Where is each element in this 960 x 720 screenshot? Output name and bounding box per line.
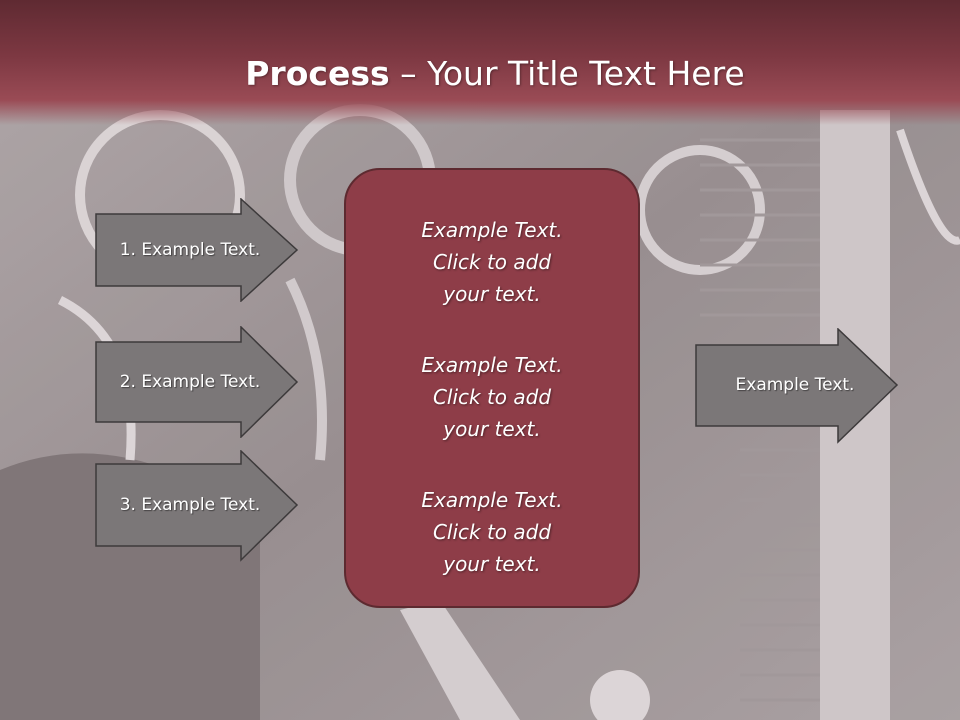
slide-title[interactable]: Process – Your Title Text Here — [0, 52, 960, 96]
right-arrow[interactable]: Example Text. — [695, 328, 900, 446]
arrow-right-shape — [95, 326, 299, 438]
center-text-1[interactable]: Example Text. Click to add your text. — [421, 218, 563, 306]
title-rest: – Your Title Text Here — [389, 54, 745, 93]
left-arrow-1-label: 1. Example Text. — [119, 240, 261, 260]
center-text-2[interactable]: Example Text. Click to add your text. — [421, 353, 563, 441]
left-arrow-3[interactable]: 3. Example Text. — [95, 450, 300, 562]
center-text-3[interactable]: Example Text. Click to add your text. — [421, 488, 563, 576]
left-arrow-2-label: 2. Example Text. — [119, 372, 261, 392]
left-arrow-1[interactable]: 1. Example Text. — [95, 198, 300, 302]
left-arrow-2[interactable]: 2. Example Text. — [95, 326, 300, 438]
arrow-right-shape — [695, 328, 899, 444]
arrow-right-shape — [95, 198, 299, 302]
title-band — [0, 0, 960, 125]
right-arrow-label: Example Text. — [735, 375, 855, 395]
left-arrow-3-label: 3. Example Text. — [119, 495, 261, 515]
title-bold: Process — [245, 54, 390, 93]
arrow-right-shape — [95, 450, 299, 562]
center-content-box[interactable]: Example Text. Click to add your text. Ex… — [344, 168, 640, 608]
